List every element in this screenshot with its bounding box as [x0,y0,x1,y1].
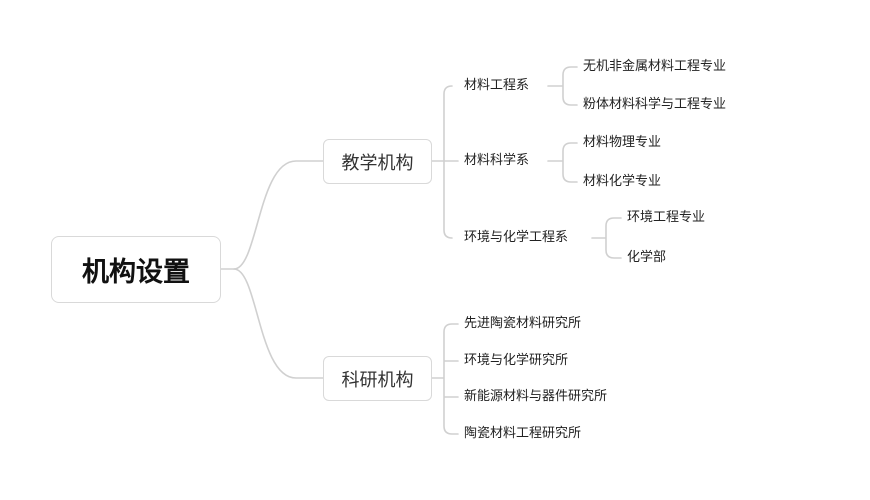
branch-node-teaching[interactable]: 教学机构 [323,139,432,184]
institute-node[interactable]: 先进陶瓷材料研究所 [464,316,582,331]
connector-dept2-majors [547,142,578,183]
major-node[interactable]: 材料化学专业 [583,174,662,189]
department-node-materials-engineering[interactable]: 材料工程系 [464,78,530,93]
connector-teaching-trunk [431,85,459,239]
major-node[interactable]: 化学部 [627,250,667,265]
root-node-label: 机构设置 [82,257,190,288]
institute-node[interactable]: 陶瓷材料工程研究所 [464,426,582,441]
connector-dept1-majors [547,66,578,106]
connector-dept3-majors [591,217,622,259]
institute-node[interactable]: 新能源材料与器件研究所 [464,389,608,404]
major-node[interactable]: 材料物理专业 [583,135,662,150]
department-node-materials-science[interactable]: 材料科学系 [464,153,530,168]
branch-node-label: 科研机构 [341,369,414,391]
connector-research-trunk [431,323,459,435]
major-node[interactable]: 环境工程专业 [627,210,706,225]
connector-root-teaching [220,160,324,270]
department-node-environment-chemical[interactable]: 环境与化学工程系 [464,230,569,245]
institute-node[interactable]: 环境与化学研究所 [464,353,569,368]
branch-node-research[interactable]: 科研机构 [323,356,432,401]
major-node[interactable]: 无机非金属材料工程专业 [583,59,727,74]
major-node[interactable]: 粉体材料科学与工程专业 [583,97,727,112]
root-node[interactable]: 机构设置 [51,236,221,303]
branch-node-label: 教学机构 [341,152,414,174]
connector-root-research [233,268,324,379]
